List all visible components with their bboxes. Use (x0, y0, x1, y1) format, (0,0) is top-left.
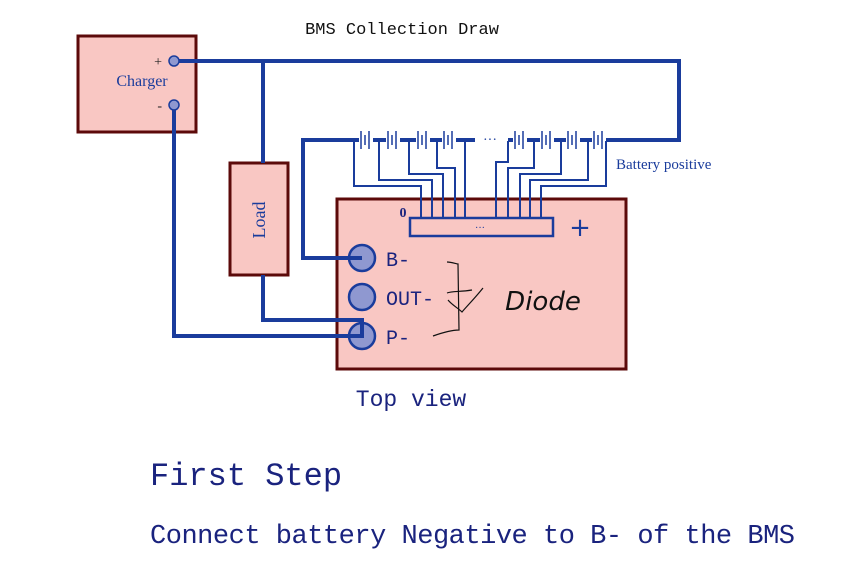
battery-cells-left (359, 131, 456, 149)
charger-plus-terminal (168, 55, 180, 67)
diagram-title: BMS Collection Draw (305, 21, 500, 40)
load: Load (228, 161, 290, 277)
terminal-wire-ends (340, 256, 364, 338)
charger-minus-label: - (157, 99, 162, 114)
charger-label: Charger (116, 73, 168, 90)
charger: Charger + - (76, 34, 198, 134)
battery-cell (540, 131, 554, 149)
battery-cell (359, 131, 373, 149)
battery-positive-label: Battery positive (616, 157, 712, 173)
terminal-label-p-minus: P- (386, 328, 410, 351)
battery-cell (416, 131, 430, 149)
battery-cell (386, 131, 400, 149)
step-instruction: Connect battery Negative to B- of the BM… (150, 522, 795, 552)
connector-zero-label: 0 (400, 206, 407, 221)
top-view-label: Top view (356, 387, 467, 413)
balance-wire (378, 141, 433, 236)
terminal-label-b-minus: B- (386, 250, 410, 273)
charger-box (76, 34, 198, 134)
balance-wire (507, 141, 535, 236)
balance-wire (540, 141, 607, 236)
wire-charger-minus-to-p-minus (172, 105, 362, 338)
main-wires (172, 59, 681, 338)
battery-cell (442, 131, 456, 149)
battery-ellipsis: ··· (483, 133, 497, 148)
balance-wire (529, 141, 589, 236)
wire-charger-plus-to-battery-positive (174, 59, 681, 142)
balance-wires (353, 141, 607, 236)
balance-wire (353, 141, 422, 236)
balance-wire (495, 141, 509, 236)
balance-connector-body (408, 216, 555, 238)
battery-cells-right (513, 131, 606, 149)
battery-cell (513, 131, 527, 149)
balance-wire (519, 141, 562, 236)
battery-cell (566, 131, 580, 149)
terminal-out-minus (347, 282, 377, 312)
load-box (228, 161, 290, 277)
step-heading: First Step (150, 458, 342, 495)
load-label: Load (249, 202, 269, 239)
charger-minus-terminal (168, 99, 180, 111)
terminal-label-out-minus: OUT- (386, 289, 434, 312)
connector-plus-label: + (569, 213, 591, 243)
connector-ellipsis: ··· (475, 223, 485, 234)
balance-wire (408, 141, 444, 236)
balance-connector: ··· 0 + (400, 206, 591, 243)
wire-battery-negative-to-b-minus (301, 138, 362, 260)
balance-wire (436, 141, 456, 236)
battery-cell (592, 131, 606, 149)
charger-plus-label: + (154, 55, 162, 70)
diode-annotation: Diode (505, 287, 581, 317)
diode-sketch (432, 261, 484, 337)
